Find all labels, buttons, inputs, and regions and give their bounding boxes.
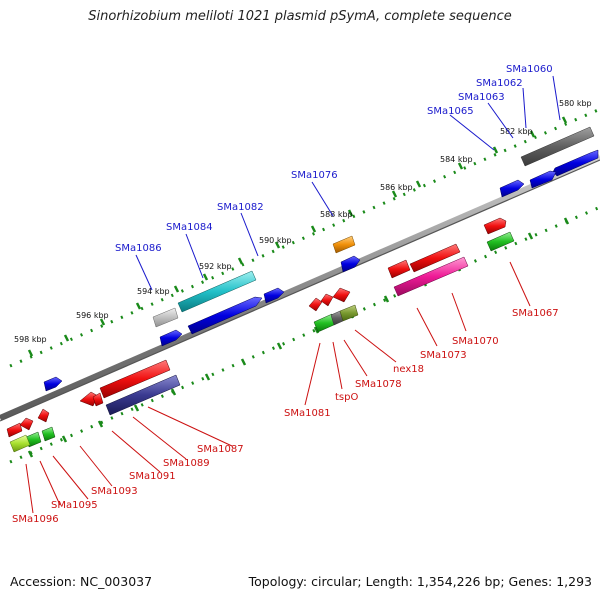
cds-sma1096-lime: [9, 434, 31, 453]
gene-label-sma1062: SMa1062: [476, 78, 523, 89]
gene-label-sma1070: SMa1070: [452, 336, 499, 347]
cds-sma1070: [409, 243, 461, 273]
scale-label-582: 582 kbp: [500, 127, 533, 136]
gene-label-sma1095: SMa1095: [51, 500, 98, 511]
scale-labels: 580 kbp 582 kbp 584 kbp 586 kbp 588 kbp …: [14, 99, 592, 344]
top-gene-labels: SMa1060 SMa1062 SMa1063 SMa1065 SMa1076 …: [115, 64, 553, 254]
cds-sma1084: [177, 270, 257, 313]
cds-sma1062: [529, 170, 557, 189]
gene-label-sma1076: SMa1076: [291, 170, 338, 181]
gene-label-sma1073: SMa1073: [420, 350, 467, 361]
page-title: Sinorhizobium meliloti 1021 plasmid pSym…: [88, 9, 512, 24]
gene-label-sma1082: SMa1082: [217, 202, 264, 213]
scale-label-596: 596 kbp: [76, 311, 109, 320]
cds-top-left: [43, 376, 63, 392]
gene-label-sma1091: SMa1091: [129, 471, 176, 482]
genome-backbone: [0, 154, 600, 421]
scale-label-598: 598 kbp: [14, 335, 47, 344]
gene-label-sma1078: SMa1078: [355, 379, 402, 390]
bottom-gene-labels: SMa1067 SMa1070 SMa1073 nex18 SMa1078 ts…: [12, 308, 559, 525]
cds-sma1078: [320, 293, 334, 307]
gene-label-tspo: tspO: [335, 392, 358, 403]
cds-sma1089-b: [92, 392, 104, 407]
scale-label-588: 588 kbp: [320, 210, 353, 219]
cds-sma1078-olive: [339, 304, 359, 322]
cds-sma1095: [19, 417, 34, 431]
scale-label-590: 590 kbp: [259, 236, 292, 245]
cds-sma1082: [187, 296, 263, 335]
cds-sma1065: [499, 179, 525, 198]
leader-lines-top: [135, 75, 561, 291]
cds-sma1076: [340, 255, 361, 273]
gene-label-sma1065: SMa1065: [427, 106, 474, 117]
gene-label-sma1063: SMa1063: [458, 92, 505, 103]
scale-label-580: 580 kbp: [559, 99, 592, 108]
cds-sma1070-b: [387, 259, 411, 279]
cds-sma1086: [159, 329, 183, 347]
scale-label-586: 586 kbp: [380, 183, 413, 192]
cds-tspo: [308, 297, 323, 312]
gene-label-sma1096: SMa1096: [12, 514, 59, 525]
cds-sma1073: [393, 256, 469, 297]
scale-ticks-top: [27, 116, 568, 357]
cds-sma1087: [99, 359, 171, 399]
gene-features: [6, 126, 599, 453]
topology-text: Topology: circular; Length: 1,354,226 bp…: [248, 574, 592, 589]
gene-label-sma1084: SMa1084: [166, 222, 213, 233]
cds-sma1067-green: [486, 231, 515, 252]
cds-sma1091: [105, 374, 181, 416]
gene-label-sma1087: SMa1087: [197, 444, 244, 455]
cds-sma1086-grey: [152, 307, 179, 328]
cds-sma1082-b: [263, 287, 285, 304]
gene-label-sma1086: SMa1086: [115, 243, 162, 254]
cds-sma1096-red: [6, 422, 23, 438]
cds-sma1093: [37, 408, 50, 423]
accession-text: Accession: NC_003037: [10, 574, 153, 589]
scale-track-top: [9, 108, 599, 368]
scale-label-584: 584 kbp: [440, 155, 473, 164]
cds-top-grey-dark: [520, 126, 595, 167]
gene-label-sma1081: SMa1081: [284, 408, 331, 419]
gene-label-nex18: nex18: [393, 364, 424, 375]
cds-sma1067: [483, 217, 507, 235]
gene-label-sma1089: SMa1089: [163, 458, 210, 469]
gene-label-sma1060: SMa1060: [506, 64, 553, 75]
gene-label-sma1067: SMa1067: [512, 308, 559, 319]
scale-track-bottom: [9, 206, 599, 464]
scale-label-594: 594 kbp: [137, 287, 170, 296]
leader-lines-bottom: [25, 261, 531, 514]
cds-sma1076-orange: [332, 235, 356, 254]
cds-nex18: [332, 287, 351, 303]
genome-backbone-shadow: [0, 159, 600, 422]
scale-label-592: 592 kbp: [199, 262, 232, 271]
gene-label-sma1093: SMa1093: [91, 486, 138, 497]
cds-sma1093-green: [41, 426, 56, 442]
